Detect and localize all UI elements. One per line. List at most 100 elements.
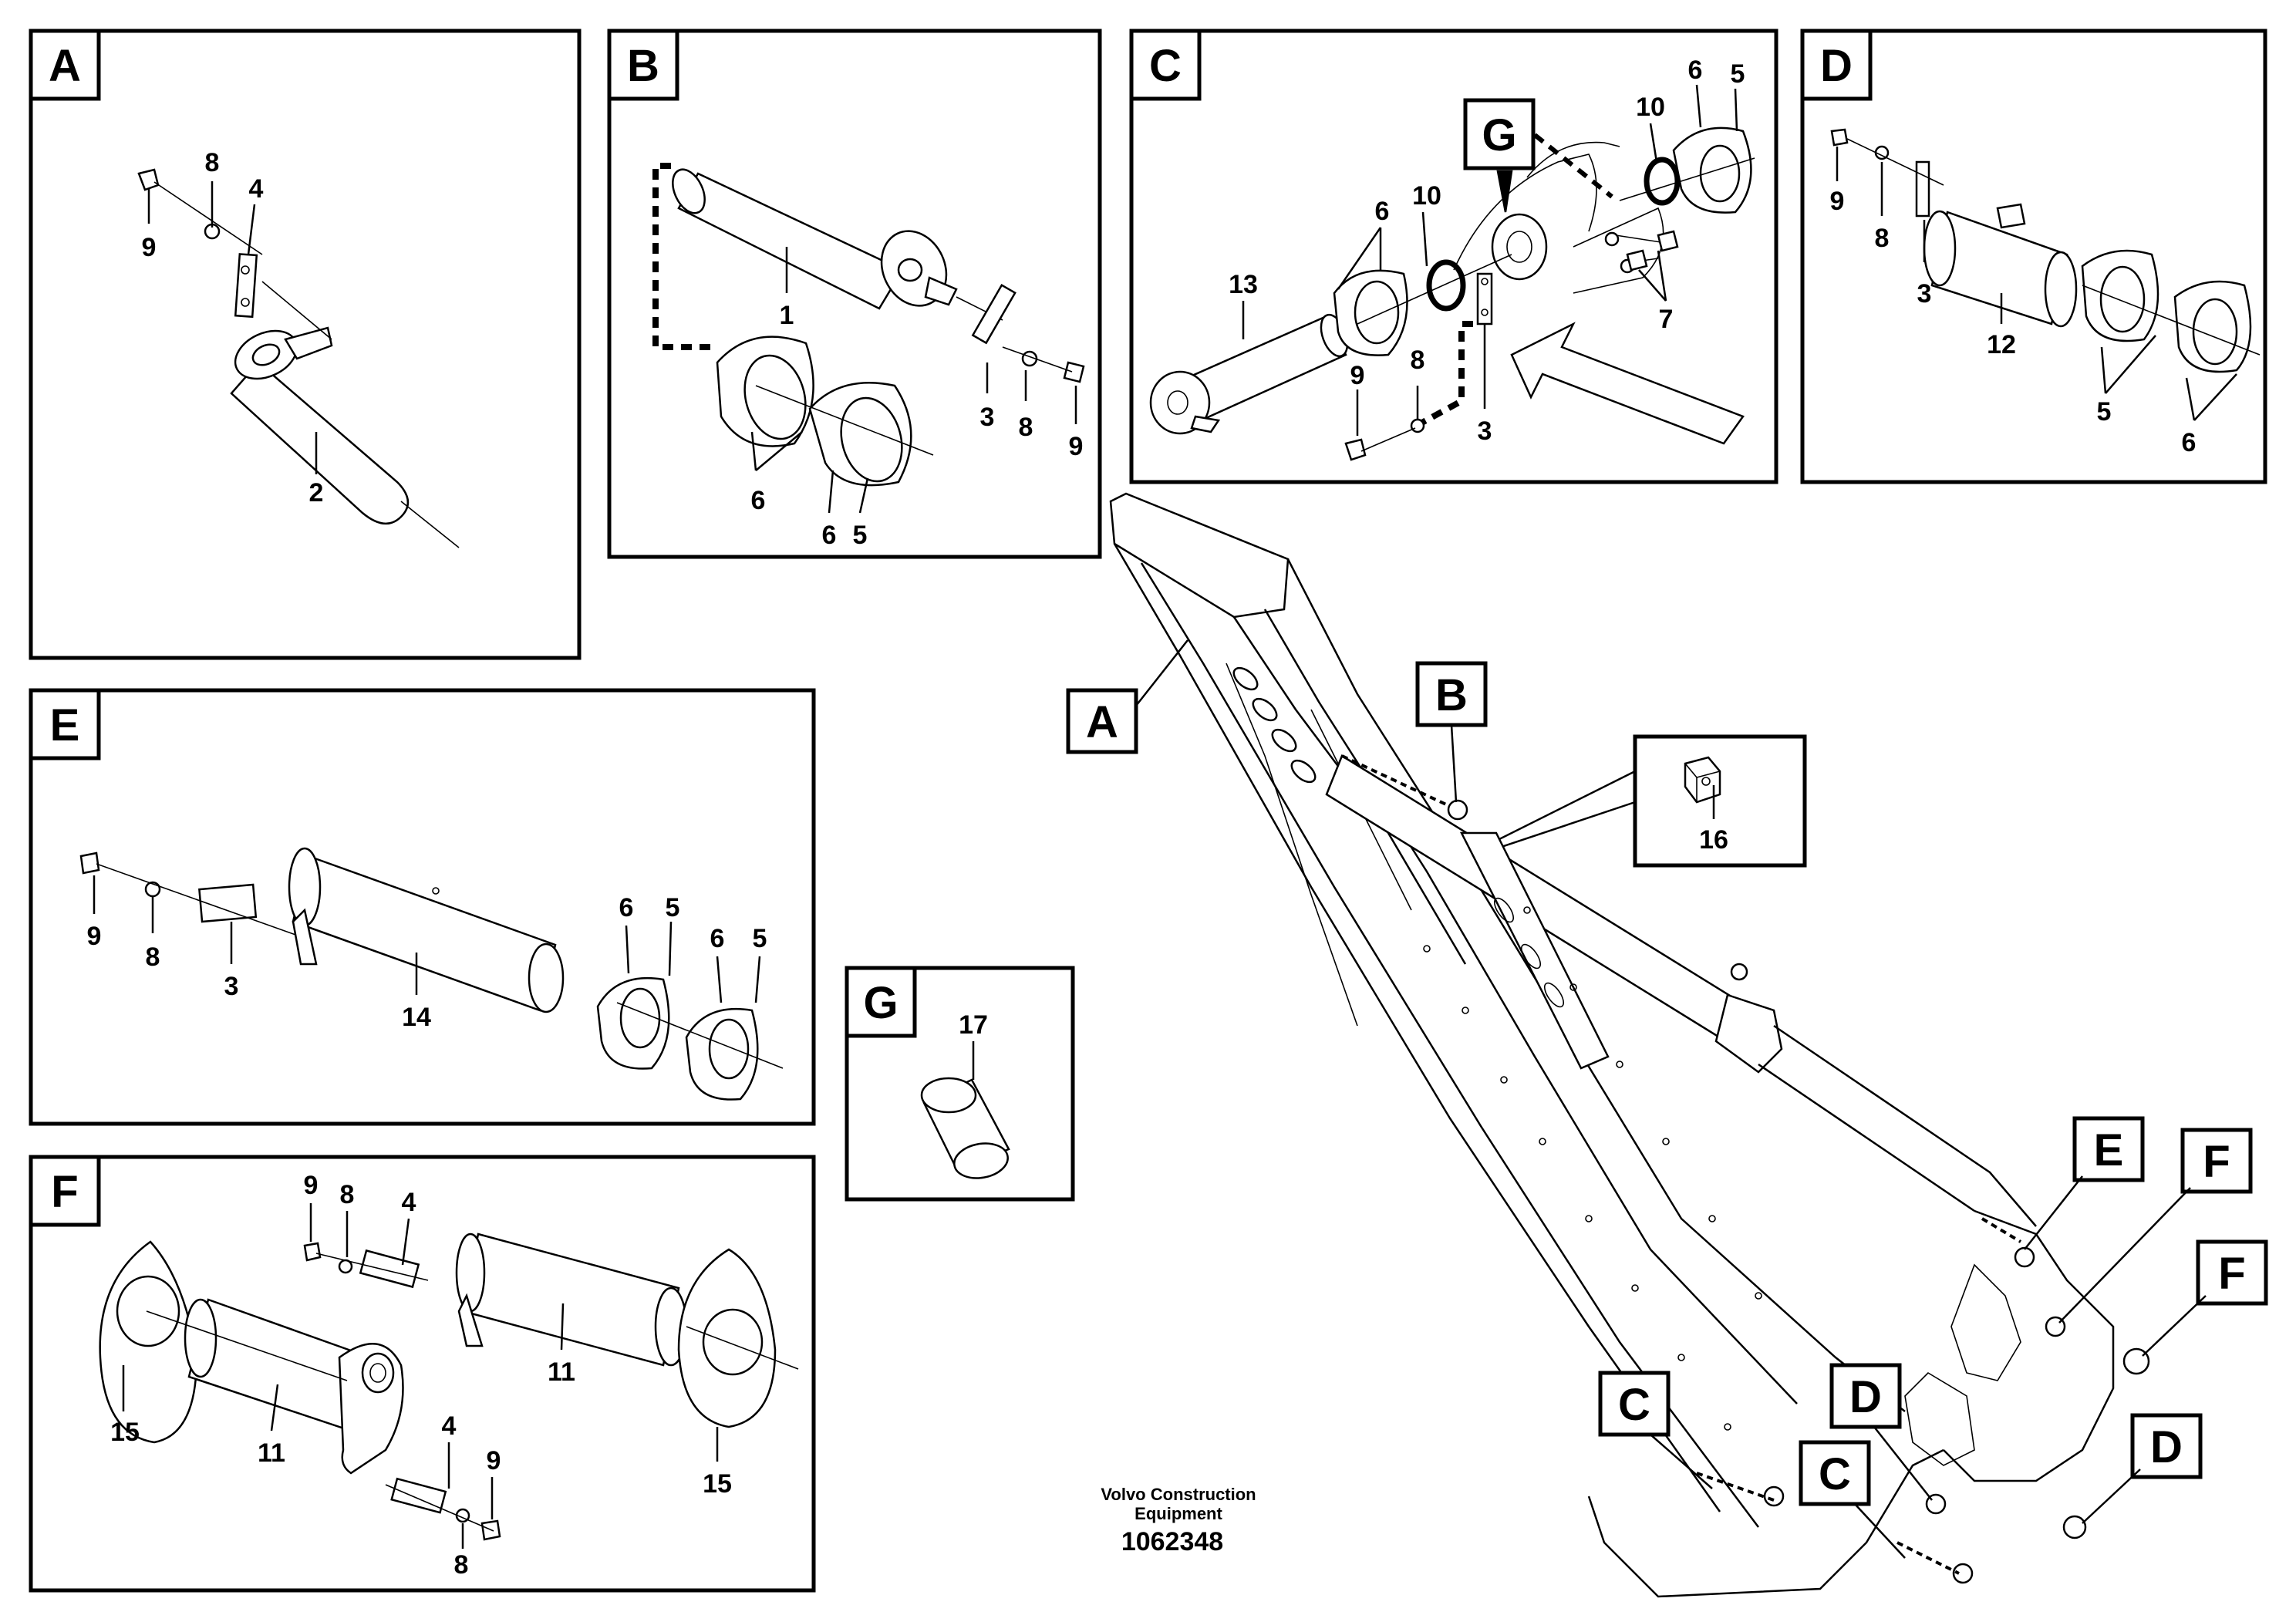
boom-tag-e-box <box>2072 1116 2145 1182</box>
panel-a-tag: A <box>49 41 81 91</box>
bolt-part-9 <box>1063 361 1085 383</box>
callout-f-11a: 11 <box>258 1438 285 1468</box>
detail-16: 16 <box>1465 734 1807 868</box>
detail-g-tag-box <box>1463 98 1536 170</box>
callout-e-5a: 5 <box>666 893 680 922</box>
seal-ring-part-6 <box>2173 280 2252 373</box>
callout-f-15a: 15 <box>110 1418 140 1447</box>
seal-ring-part-6-left <box>1333 269 1408 356</box>
panel-c-frame <box>1129 29 1778 484</box>
pin-part-12 <box>1923 203 2078 328</box>
callout-c-6a: 6 <box>1375 197 1390 226</box>
lock-plate-part-4 <box>234 253 258 319</box>
bolt-part-9 <box>79 851 100 875</box>
callout-f-8a: 8 <box>340 1180 355 1209</box>
washer-part-8-top <box>338 1259 353 1274</box>
boom-tag-d2-box <box>2130 1413 2203 1479</box>
bolt-part-9 <box>1830 128 1849 147</box>
callout-d-5: 5 <box>2097 397 2112 427</box>
boom-tag-a-box <box>1066 688 1138 754</box>
callout-16: 16 <box>1699 825 1728 855</box>
callout-b-5: 5 <box>853 521 868 550</box>
callout-e-3: 3 <box>224 972 239 1001</box>
panel-g: G 17 <box>845 966 1075 1202</box>
panel-d-frame <box>1800 29 2267 484</box>
caption-line-2: Equipment <box>1135 1504 1222 1523</box>
panel-g-frame <box>845 966 1075 1202</box>
callout-c-5: 5 <box>1731 59 1745 89</box>
seal-ring-part-6-5-right <box>1672 126 1752 214</box>
callout-d-9: 9 <box>1830 187 1845 216</box>
callout-d-3: 3 <box>1917 279 1932 309</box>
panel-e-tag-box <box>29 688 101 760</box>
panel-d-tag-box <box>1800 29 1873 101</box>
callout-d-6: 6 <box>2182 428 2197 457</box>
callout-b-1: 1 <box>780 301 794 330</box>
panel-c: C <box>1129 29 1778 484</box>
callout-a-8: 8 <box>205 148 220 177</box>
callout-a-2: 2 <box>309 478 324 508</box>
panel-g-tag-box <box>845 966 917 1038</box>
callout-e-6b: 6 <box>710 924 725 953</box>
panel-f: F <box>29 1155 816 1593</box>
o-ring-part-10-right <box>1644 157 1681 206</box>
lock-plate-part-3 <box>1915 160 1930 218</box>
boom-tag-d2: D <box>2150 1422 2183 1472</box>
callout-e-9: 9 <box>87 922 102 951</box>
callout-g-17: 17 <box>959 1010 988 1040</box>
boom-tags: A B E F F C D C D <box>1066 639 2268 1559</box>
seal-ring-part-6-left <box>716 336 814 447</box>
pin-dashed-guide <box>652 163 713 350</box>
g-pointer-arrow <box>1496 170 1513 213</box>
boom-tag-b: B <box>1435 670 1468 720</box>
callout-b-6b: 6 <box>822 521 837 550</box>
panel-e: E 9 8 3 14 6 5 <box>29 688 816 1126</box>
panel-a-tag-box <box>29 29 101 101</box>
panel-f-tag: F <box>51 1167 78 1217</box>
pin-part-1 <box>672 168 958 310</box>
boom-tag-c2-box <box>1799 1440 1871 1506</box>
callout-d-8: 8 <box>1875 224 1890 253</box>
lock-plate-part-3 <box>1476 272 1493 325</box>
callout-f-4b: 4 <box>442 1411 457 1441</box>
callout-c-6b: 6 <box>1688 56 1703 85</box>
boom-tag-a: A <box>1086 697 1118 747</box>
callout-c-3: 3 <box>1478 416 1492 446</box>
panel-a-frame <box>29 29 582 660</box>
bolt-part-9 <box>1344 438 1367 461</box>
callout-c-10a: 10 <box>1412 181 1441 211</box>
callout-a-9: 9 <box>142 233 157 262</box>
callout-c-9: 9 <box>1350 361 1365 390</box>
panel-b-frame <box>607 29 1102 559</box>
seal-ring-part-6-right <box>808 382 912 487</box>
boom-tag-d1: D <box>1849 1372 1882 1422</box>
boom-tag-f2-box <box>2196 1239 2268 1306</box>
callout-c-10b: 10 <box>1636 93 1665 122</box>
boom-base-frame <box>1943 1209 2115 1482</box>
o-ring-part-10 <box>1426 259 1466 312</box>
bolt-part-9 <box>137 168 160 191</box>
callout-f-9a: 9 <box>304 1171 319 1200</box>
panel-c-tag-box <box>1129 29 1202 101</box>
callout-c-7: 7 <box>1659 305 1674 334</box>
callout-e-6a: 6 <box>619 893 634 922</box>
pin-part-11-right <box>455 1233 688 1367</box>
diagram-caption: Volvo Construction Equipment 1062348 <box>1101 1485 1256 1556</box>
panel-d-tag: D <box>1820 41 1853 91</box>
callout-b-6a: 6 <box>751 486 766 515</box>
lock-plate-part-3 <box>198 883 258 923</box>
detail-g-tag: G <box>1482 110 1516 160</box>
boom-tag-c1-box <box>1598 1371 1671 1437</box>
boom-tag-c1: C <box>1618 1380 1650 1430</box>
callout-f-9b: 9 <box>487 1446 501 1475</box>
panel-f-frame <box>29 1155 816 1593</box>
callout-e-5b: 5 <box>753 924 767 953</box>
boom-tag-f1: F <box>2203 1137 2230 1187</box>
panel-e-frame <box>29 688 816 1126</box>
grease-nipple-part-7a <box>1604 231 1620 247</box>
callout-c-8: 8 <box>1411 346 1425 375</box>
callout-b-8: 8 <box>1019 413 1033 442</box>
seal-ring-part-5 <box>2081 249 2159 342</box>
panel-f-tag-box <box>29 1155 101 1227</box>
pin-part-13 <box>1149 313 1349 435</box>
